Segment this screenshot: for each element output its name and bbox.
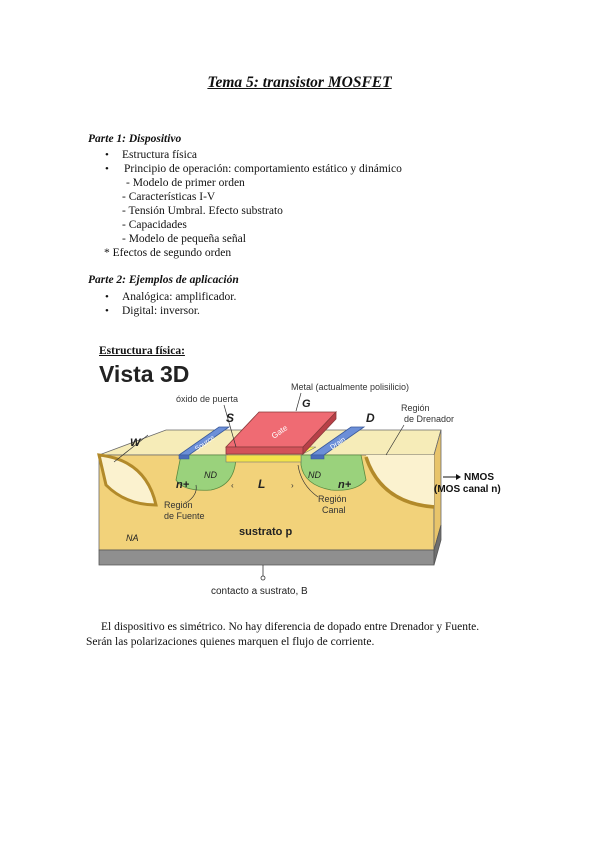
channel-region-label-1: Región [318, 494, 347, 504]
sub-list-item: - Características I-V [122, 191, 216, 203]
substrate-bottom-slab [98, 549, 435, 566]
sub-list-item: - Tensión Umbral. Efecto substrato [122, 205, 283, 217]
list-item: Analógica: amplificador. [122, 291, 237, 303]
page-title: Tema 5: transistor MOSFET [207, 74, 392, 91]
svg-text:‹: ‹ [231, 481, 234, 490]
length-label: L [258, 477, 265, 491]
metal-label: Metal (actualmente polisilicio) [291, 382, 409, 392]
channel-region-label-2: Canal [322, 505, 346, 515]
source-region-label-1: Región [164, 500, 193, 510]
left-curve [97, 453, 158, 507]
svg-text:›: › [291, 481, 294, 490]
mosfet-3d-figure: Vista 3D Gate Source Drain Metal (actual… [97, 361, 501, 597]
gate-terminal-label: G [302, 398, 311, 410]
figure-label: Estructura física: [99, 345, 185, 357]
source-nplus-label: n+ [176, 479, 190, 491]
na-label: NA [126, 533, 139, 543]
drain-terminal-label: D [366, 411, 375, 425]
nmos-sublabel: (MOS canal n) [434, 484, 501, 495]
list-item-extra: * Efectos de segundo orden [104, 247, 232, 259]
list-item: Estructura física [122, 149, 198, 161]
bullet-icon: • [105, 163, 109, 175]
source-terminal-label: S [226, 411, 234, 425]
nmos-label: NMOS [464, 472, 494, 483]
sub-list-item: - Capacidades [122, 219, 187, 231]
drain-nd-label: ND [308, 470, 321, 480]
source-region-label-2: de Fuente [164, 511, 205, 521]
oxide-label: óxido de puerta [176, 394, 238, 404]
list-item: Digital: inversor. [122, 305, 200, 317]
paragraph-line-1: El dispositivo es simétrico. No hay dife… [101, 621, 480, 633]
contact-label: contacto a sustrato, B [211, 586, 308, 597]
source-nd-label: ND [204, 470, 217, 480]
source-well [175, 454, 237, 491]
bullet-icon: • [105, 149, 109, 161]
drain-region-label-1: Región [401, 403, 430, 413]
bullet-icon: • [105, 305, 109, 317]
gate-front [225, 446, 304, 455]
drain-well [300, 454, 367, 491]
drain-nplus-label: n+ [338, 479, 352, 491]
substrate-contact-node [260, 575, 266, 581]
part1-heading: Parte 1: Dispositivo [88, 133, 182, 145]
drain-region-label-2: de Drenador [404, 414, 454, 424]
paragraph-line-2: Serán las polarizaciones quienes marquen… [86, 636, 375, 648]
right-curve [364, 456, 435, 509]
substrate-label: sustrato p [239, 526, 292, 538]
figure-title: Vista 3D [99, 361, 189, 387]
part2-heading: Parte 2: Ejemplos de aplicación [88, 274, 239, 286]
list-item: Principio de operación: comportamiento e… [124, 163, 402, 175]
width-label: W [130, 437, 142, 449]
bullet-icon: • [105, 291, 109, 303]
sub-list-item: - Modelo de primer orden [126, 177, 245, 189]
arrow-right-icon [456, 474, 461, 480]
sub-list-item: - Modelo de pequeña señal [122, 233, 246, 245]
body-paragraph: El dispositivo es simétrico. No hay dife… [86, 620, 516, 650]
